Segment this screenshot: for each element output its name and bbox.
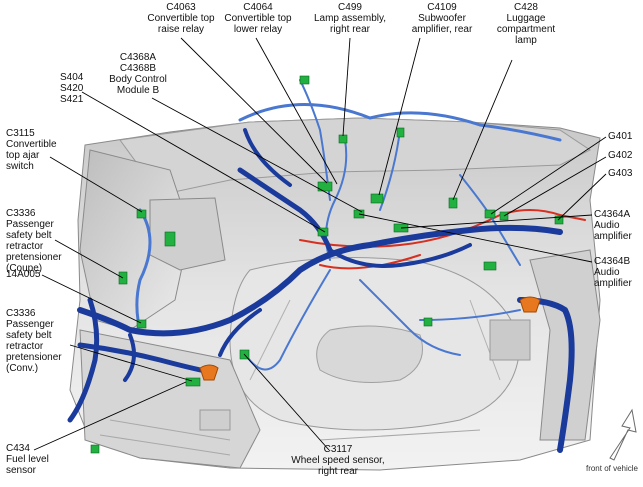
label-c4064: C4064 Convertible top lower relay	[224, 2, 292, 35]
ground-fasteners	[199, 296, 541, 381]
leader-lines	[33, 37, 607, 451]
front-of-vehicle-arrow	[609, 408, 637, 461]
label-g402: G402	[608, 150, 633, 161]
body-shell	[69, 117, 601, 471]
label-s404-s420-s421: S404 S420 S421	[60, 72, 84, 105]
label-c4368: C4368A C4368B Body Control Module B	[109, 52, 167, 96]
label-c434: C434 Fuel level sensor	[6, 443, 49, 476]
label-c4109: C4109 Subwoofer amplifier, rear	[411, 2, 473, 35]
label-c3336-coupe: C3336 Passenger safety belt retractor pr…	[6, 208, 62, 274]
label-c4364a: C4364A Audio amplifier	[594, 209, 632, 242]
label-c3115: C3115 Convertible top ajar switch	[6, 128, 57, 172]
label-c4364b: C4364B Audio amplifier	[594, 256, 632, 289]
wiring-harnesses	[67, 79, 586, 453]
label-14a005: 14A005	[6, 269, 41, 280]
label-c3336-conv: C3336 Passenger safety belt retractor pr…	[6, 308, 62, 374]
label-c3117: C3117 Wheel speed sensor, right rear	[291, 444, 385, 477]
label-g403: G403	[608, 168, 633, 179]
label-g401: G401	[608, 131, 633, 142]
front-of-vehicle-label: front of vehicle	[585, 464, 638, 473]
label-c4063: C4063 Convertible top raise relay	[147, 2, 215, 35]
label-c499: C499 Lamp assembly, right rear	[313, 2, 387, 35]
label-c428: C428 Luggage compartment lamp	[496, 2, 556, 46]
